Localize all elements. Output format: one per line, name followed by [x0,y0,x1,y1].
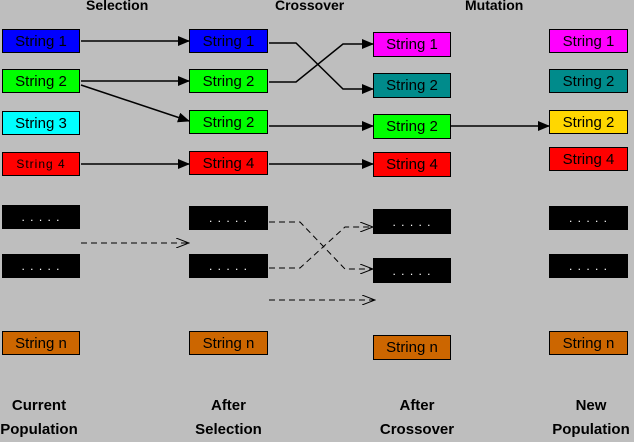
crossover-string-2b: String 2 [373,114,451,139]
selection-string-4: String 4 [189,151,268,175]
arrow-select-string2b [80,84,190,123]
current-string-4: String 4 [2,152,80,176]
caption-new-line2: Population [552,421,630,438]
new-string-n: String n [549,331,628,355]
current-string-3: String 3 [2,111,80,135]
current-string-n: String n [2,331,80,355]
caption-selection-line2: Selection [195,421,262,438]
crossover-string-2a: String 2 [373,73,451,98]
current-string-1: String 1 [2,29,80,53]
crossover-string-1: String 1 [373,32,451,57]
stage-title-mutation: Mutation [465,0,524,13]
crossover-string-4: String 4 [373,152,451,177]
crossover-ellipsis-1: . . . . . [373,209,451,234]
crossover-string-n: String n [373,335,451,360]
caption-new-population: New Population [549,394,633,442]
stage-title-crossover: Crossover [275,0,345,13]
arrow-cross-dashed-a [269,221,373,269]
selection-string-n: String n [189,331,268,355]
caption-current-line2: Population [0,421,78,438]
current-string-2: String 2 [2,69,80,93]
new-ellipsis-1: . . . . . [549,206,628,230]
caption-crossover-line2: Crossover [379,421,455,438]
caption-current-line1: Current [11,397,67,414]
arrow-cross-1-to-2 [269,42,374,94]
stage-title-selection: Selection [86,0,149,13]
selection-ellipsis-2: . . . . . [189,254,268,278]
caption-after-crossover: After Crossover [373,394,461,442]
current-ellipsis-2: . . . . . [2,254,80,278]
caption-current-population: Current Population [0,394,78,442]
caption-crossover-line1: After [399,397,435,414]
caption-selection-line1: After [210,397,246,414]
selection-string-1: String 1 [189,29,268,53]
new-string-4: String 4 [549,147,628,171]
new-ellipsis-2: . . . . . [549,254,628,278]
selection-string-2b: String 2 [189,110,268,134]
arrow-cross-2-to-1 [269,39,374,83]
crossover-ellipsis-2: . . . . . [373,258,451,283]
new-string-2b-mutated: String 2 [549,110,628,134]
caption-after-selection: After Selection [189,394,268,442]
new-string-2a: String 2 [549,69,628,93]
arrow-cross-dashed-b [269,227,373,269]
selection-string-2a: String 2 [189,69,268,93]
caption-new-line1: New [575,397,607,414]
selection-ellipsis-1: . . . . . [189,206,268,230]
new-string-1: String 1 [549,29,628,53]
current-ellipsis-1: . . . . . [2,205,80,229]
